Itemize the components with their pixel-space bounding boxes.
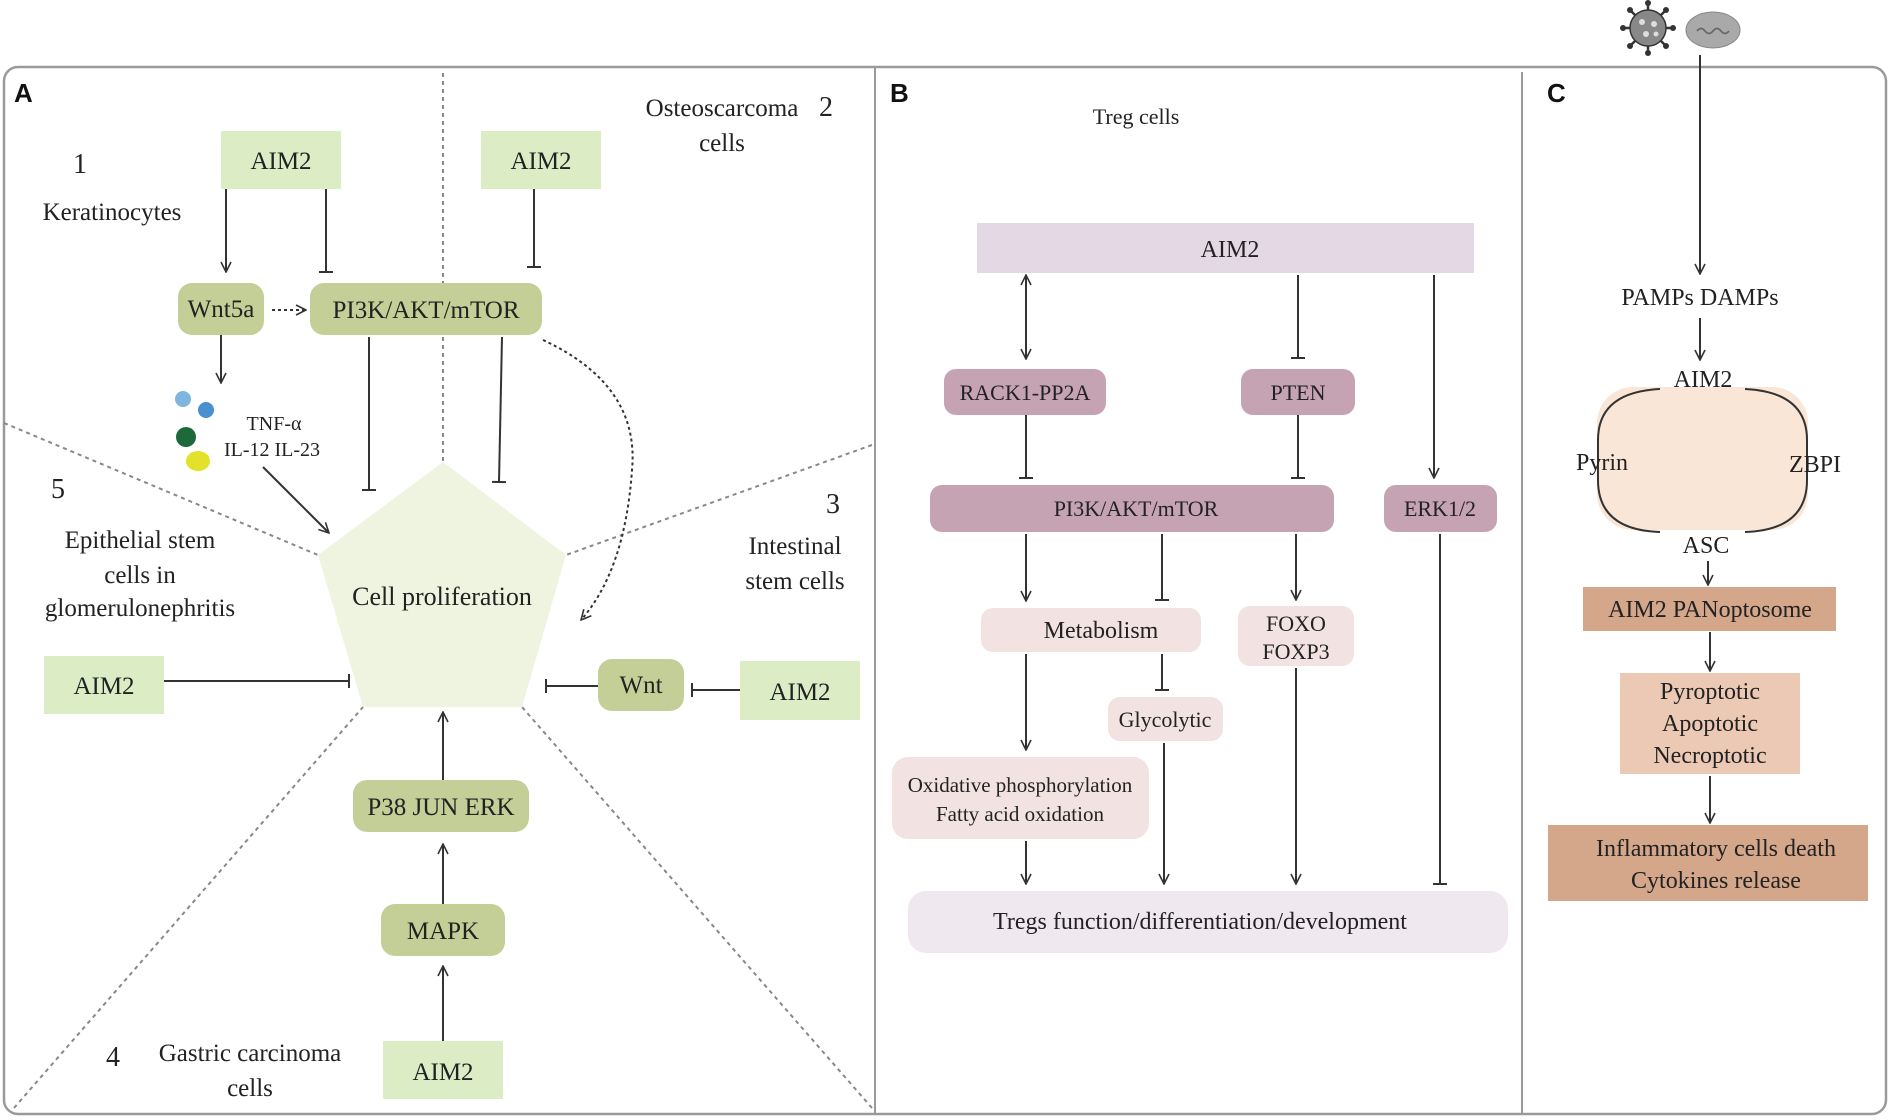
pi3k-node-panel-a — [310, 283, 542, 335]
mapk-node — [381, 904, 505, 956]
sector-3-number: 3 — [826, 489, 840, 520]
sector-5-cell-line3: glomerulonephritis — [45, 595, 235, 622]
pi3k-label-panel-b: PI3K/AKT/mTOR — [1054, 496, 1219, 521]
wnt5a-label: Wnt5a — [188, 296, 255, 323]
pamps-damps-label: PAMPs DAMPs — [1621, 285, 1778, 311]
wnt-node — [598, 659, 684, 711]
aim2-label-panel-c: AIM2 — [1674, 367, 1733, 393]
sector-4-cell-line1: Gastric carcinoma — [159, 1040, 342, 1067]
wnt-label: Wnt — [619, 672, 662, 699]
sector-1-cell: Keratinocytes — [43, 199, 182, 226]
pten-label: PTEN — [1271, 380, 1326, 405]
pi3k-label-panel-a: PI3K/AKT/mTOR — [332, 297, 519, 324]
cytokines-release-label: Cytokines release — [1631, 868, 1801, 894]
inflammatory-death-label: Inflammatory cells death — [1596, 836, 1836, 862]
edge-cytokines-to-proliferation — [262, 466, 329, 533]
panel-letter-b: B — [890, 78, 909, 108]
oxphos-node — [892, 757, 1149, 839]
sector-2-number: 2 — [819, 92, 833, 123]
sector-3-cell-line1: Intestinal — [748, 533, 841, 560]
sector-5-cell-line2: cells in — [104, 562, 176, 589]
p38-jun-erk-node — [353, 780, 529, 832]
panel-b: Treg cells AIM2 RACK1-PP2A PTEN PI3K/AKT… — [892, 104, 1508, 953]
pten-node — [1241, 369, 1355, 415]
inflammasome-ring-right — [1744, 388, 1808, 533]
p38-jun-erk-label: P38 JUN ERK — [367, 794, 514, 821]
inflammasome-ring-left — [1597, 388, 1661, 533]
erk-node — [1384, 485, 1497, 532]
panel-letter-c: C — [1547, 78, 1566, 108]
aim2-bar-panel-b — [977, 223, 1474, 273]
panel-a: Cell proliferation 1 Keratinocytes Osteo… — [3, 73, 873, 1109]
aim2-panoptosome-node — [1583, 587, 1836, 631]
apoptotic-label: Apoptotic — [1662, 711, 1758, 737]
edge-pi3k-inhibits-proliferation-right — [491, 336, 507, 484]
inflammasome-complex-background — [1597, 387, 1808, 530]
sector-3-cell-line2: stem cells — [745, 568, 844, 595]
tregs-outcome-node — [908, 891, 1508, 953]
foxo-foxp3-node — [1238, 606, 1354, 666]
sector-divider-upper-right — [565, 444, 873, 556]
zbp-label: ZBPI — [1789, 452, 1841, 478]
aim2-label-sector3: AIM2 — [769, 679, 830, 706]
sector-divider-upper-left — [3, 422, 319, 556]
oxphos-label-line1: Oxidative phosphorylation — [908, 773, 1133, 797]
sector-4-cell-line2: cells — [227, 1075, 273, 1102]
rack1-pp2a-node — [944, 369, 1106, 415]
asc-label: ASC — [1683, 533, 1730, 559]
aim2-label-sector4: AIM2 — [412, 1059, 473, 1086]
aim2-box-sector3 — [740, 661, 860, 720]
sector-2-cell-line2: cells — [699, 130, 745, 157]
aim2-box-sector2 — [481, 131, 601, 189]
foxo-label: FOXO — [1266, 611, 1326, 636]
aim2-label-panel-b: AIM2 — [1201, 237, 1260, 263]
aim2-label-sector2: AIM2 — [510, 148, 571, 175]
metabolism-node — [981, 608, 1201, 652]
sector-5-number: 5 — [51, 474, 65, 505]
necroptotic-label: Necroptotic — [1653, 743, 1766, 769]
cell-proliferation-label: Cell proliferation — [352, 582, 532, 611]
figure-frame — [2, 65, 1888, 1116]
sector-divider-lower-right — [521, 706, 873, 1109]
edge-pi3k-dotted-to-proliferation — [542, 339, 634, 620]
sector-1-number: 1 — [73, 149, 87, 180]
glycolytic-node — [1108, 697, 1223, 741]
aim2-box-sector1 — [221, 131, 341, 189]
metabolism-label: Metabolism — [1044, 618, 1159, 644]
sector-2-cell-line1: Osteoscarcoma — [646, 95, 799, 122]
mapk-label: MAPK — [407, 918, 479, 945]
pyroptotic-label: Pyroptotic — [1660, 679, 1760, 705]
pyrin-label: Pyrin — [1576, 450, 1628, 476]
panel-letter-a: A — [14, 78, 33, 108]
treg-cells-title: Treg cells — [1093, 104, 1180, 129]
cell-death-types-node — [1620, 673, 1800, 774]
aim2-label-sector1: AIM2 — [250, 148, 311, 175]
pi3k-node-panel-b — [930, 485, 1334, 532]
cytokines-label-line1: TNF-α — [247, 413, 302, 435]
sector-5-cell-line1: Epithelial stem — [65, 527, 216, 554]
cytokines-label-line2: IL-12 IL-23 — [224, 439, 320, 461]
glycolytic-label: Glycolytic — [1119, 707, 1212, 732]
oxphos-label-line2: Fatty acid oxidation — [936, 802, 1104, 826]
virus-icon — [1620, 0, 1676, 56]
foxp3-label: FOXP3 — [1262, 639, 1329, 664]
sector-divider-lower-left — [13, 706, 364, 1109]
cell-proliferation-pentagon — [318, 462, 566, 707]
aim2-box-sector5 — [44, 656, 164, 714]
bacterium-icon — [1685, 11, 1741, 49]
rack1-pp2a-label: RACK1-PP2A — [960, 380, 1091, 405]
cytokine-particles-icon — [175, 391, 214, 471]
wnt5a-node — [178, 283, 264, 335]
erk-label: ERK1/2 — [1404, 496, 1476, 521]
sector-4-number: 4 — [106, 1042, 120, 1073]
aim2-label-sector5: AIM2 — [73, 673, 134, 700]
tregs-outcome-label: Tregs function/differentiation/developme… — [993, 909, 1407, 935]
aim2-box-sector4 — [383, 1041, 503, 1099]
aim2-panoptosome-label: AIM2 PANoptosome — [1608, 597, 1812, 623]
panel-c: PAMPs DAMPs AIM2 Pyrin ZBPI ASC AIM2 PAN… — [1548, 0, 1868, 901]
inflammatory-outcome-node — [1548, 825, 1868, 901]
